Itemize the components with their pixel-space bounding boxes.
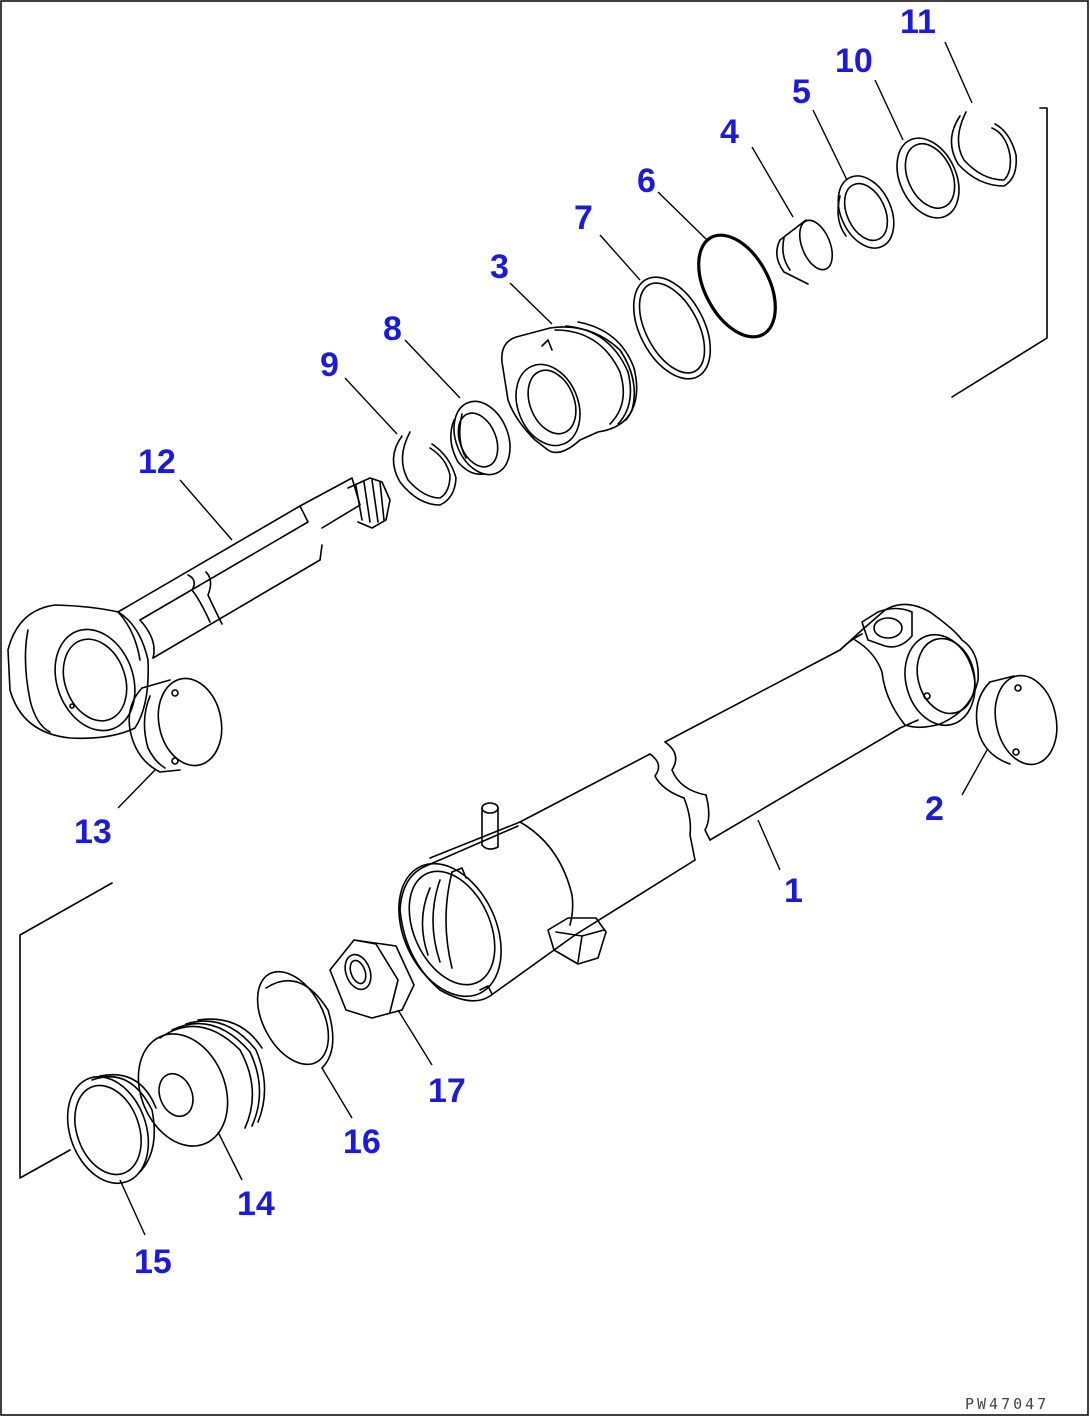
callout-part-14: 14 — [237, 1185, 275, 1223]
bracket-left — [19, 882, 113, 1179]
ring-15 — [66, 1074, 157, 1185]
callout-part-10: 10 — [835, 42, 873, 80]
callout-part-4: 4 — [720, 113, 739, 151]
bushing-2 — [975, 674, 1058, 766]
callout-part-16: 16 — [343, 1123, 381, 1161]
callout-part-3: 3 — [490, 248, 509, 286]
callouts: 1 2 3 4 5 6 7 8 9 10 11 12 13 14 15 16 1… — [74, 3, 944, 1281]
callout-part-11: 11 — [900, 3, 936, 41]
bushing-13 — [128, 677, 223, 773]
callout-part-13: 13 — [74, 813, 112, 851]
wear-ring-4 — [776, 219, 834, 285]
ring-7 — [632, 276, 712, 380]
bracket-right — [951, 107, 1048, 398]
callout-part-8: 8 — [383, 310, 402, 348]
piston-3 — [501, 321, 638, 454]
callout-part-6: 6 — [637, 162, 656, 200]
callout-part-2: 2 — [925, 790, 944, 828]
piston-rod — [7, 477, 391, 740]
drawing-reference-code: PW47047 — [965, 1395, 1049, 1413]
ring-5 — [837, 175, 895, 249]
leader-lines — [117, 41, 988, 1236]
callout-part-9: 9 — [320, 346, 339, 384]
callout-part-5: 5 — [792, 73, 811, 111]
callout-part-12: 12 — [138, 443, 176, 481]
ring-16 — [256, 970, 334, 1069]
nut-17 — [329, 939, 415, 1019]
piston-14 — [137, 1018, 266, 1147]
callout-part-15: 15 — [134, 1243, 172, 1281]
cylinder-tube — [398, 603, 979, 1002]
snap-ring-9 — [392, 431, 457, 506]
callout-part-1: 1 — [784, 872, 803, 910]
snap-ring-11 — [950, 111, 1018, 187]
callout-part-7: 7 — [574, 199, 593, 237]
callout-part-17: 17 — [428, 1072, 466, 1110]
ring-10 — [896, 137, 960, 219]
o-ring-6 — [697, 233, 777, 339]
seal-8 — [450, 400, 511, 476]
